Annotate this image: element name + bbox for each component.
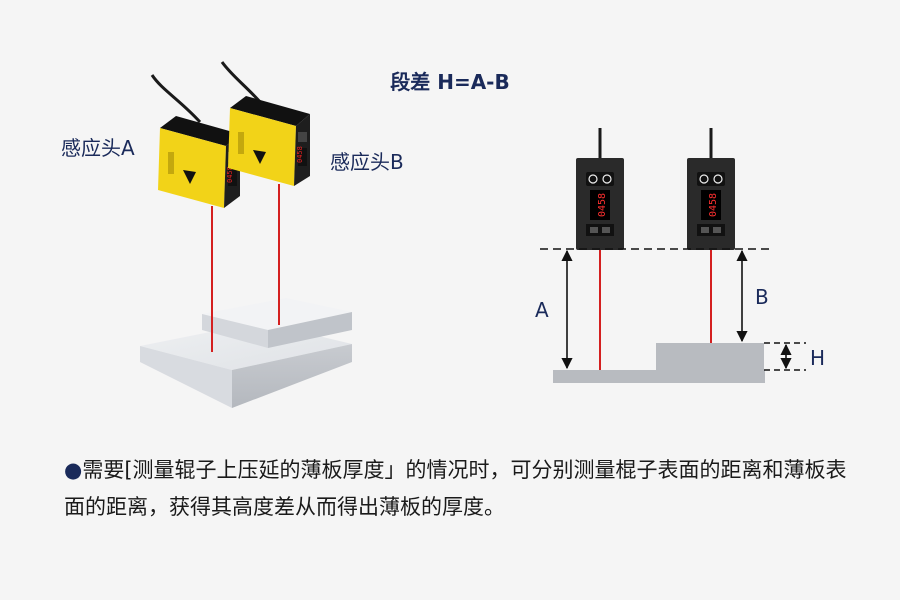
right-base-plate bbox=[553, 370, 765, 383]
svg-text:0458: 0458 bbox=[226, 166, 234, 183]
sensor-b-head: 0458 bbox=[228, 96, 310, 186]
dimension-label-a: A bbox=[535, 298, 549, 322]
description-text: 需要[测量辊子上压延的薄板厚度」的情况时，可分别测量棍子表面的距离和薄板表面的距… bbox=[64, 458, 847, 519]
raised-step-plate bbox=[202, 298, 352, 348]
svg-text:0458: 0458 bbox=[296, 146, 304, 163]
right-step-plate bbox=[656, 343, 764, 370]
page-title: 段差 H=A-B bbox=[390, 70, 510, 94]
sensor-a-cable bbox=[150, 74, 202, 124]
left-3d-view: 0458 0458 bbox=[140, 61, 352, 408]
right-sensor-a-display: 0458 bbox=[597, 193, 608, 217]
right-sensor-b-display: 0458 bbox=[708, 193, 719, 217]
right-side-view: 0458 0458 bbox=[540, 128, 806, 383]
sensor-b-cable bbox=[220, 61, 264, 106]
description-paragraph: ●需要[测量辊子上压延的薄板厚度」的情况时，可分别测量棍子表面的距离和薄板表面的… bbox=[64, 452, 864, 526]
sensor-a-head: 0458 bbox=[158, 116, 240, 208]
sensor-b-label: 感应头B bbox=[330, 150, 404, 174]
sensor-a-label: 感应头A bbox=[61, 136, 135, 160]
right-sensor-a: 0458 bbox=[576, 158, 624, 250]
dimension-label-b: B bbox=[755, 285, 769, 309]
bullet-dot: ● bbox=[64, 458, 83, 482]
right-sensor-b: 0458 bbox=[687, 158, 735, 250]
dimension-label-h: H bbox=[810, 346, 826, 370]
